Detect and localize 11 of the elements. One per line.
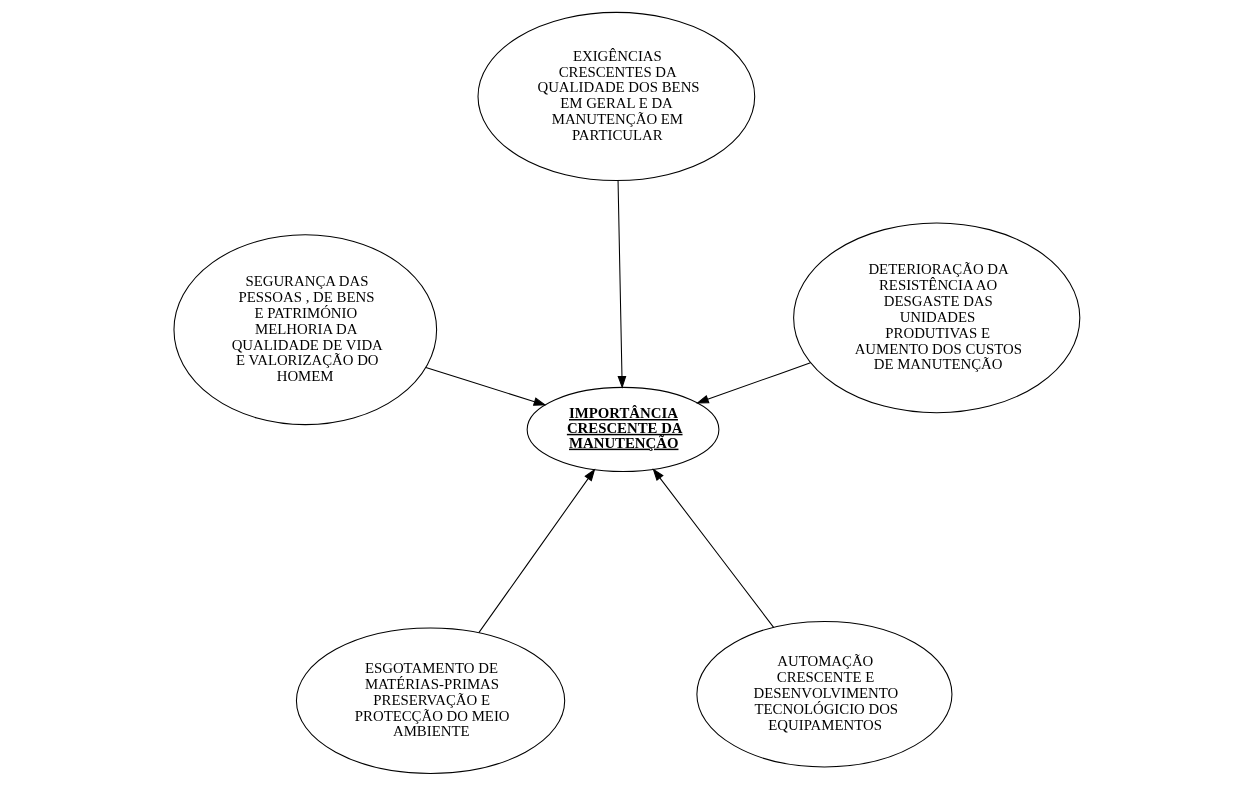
arrow	[424, 367, 546, 406]
node-ellipse: EXIGÊNCIAS CRESCENTES DA QUALIDADE DOS BENS EM GERAL E DA MANUTENÇÃO EM PARTICULAR	[477, 11, 755, 182]
node-ellipse: ESGOTAMENTO DE MATÉRIAS-PRIMAS PRESERVAÇÃO E PROTECÇÃO DO MEIO AMBIENTE	[295, 627, 565, 774]
arrow	[477, 468, 595, 634]
node-ellipse: AUTOMAÇÃO CRESCENTE E DESENVOLVIMENTO TECNOLÓGICIO DOS EQUIPAMENTOS	[695, 620, 952, 768]
arrow	[651, 468, 774, 628]
arrow	[617, 179, 626, 389]
node-ellipse: SEGURANÇA DAS PESSOAS , DE BENS E PATRIMÓNIO MELHORIA DA QUALIDADE DE VIDA E VALORIZAÇÃO DO HOMEM	[172, 234, 437, 426]
arrow	[695, 362, 811, 404]
node-ellipse: IMPORTÂNCIA CRESCENTE DA MANUTENÇÃO	[526, 386, 719, 472]
node-ellipse: DETERIORAÇÃO DA RESISTÊNCIA AO DESGASTE DAS UNIDADES PRODUTIVAS E AUMENTO DOS CUSTOS DE MANUTENÇÃO	[792, 222, 1080, 414]
